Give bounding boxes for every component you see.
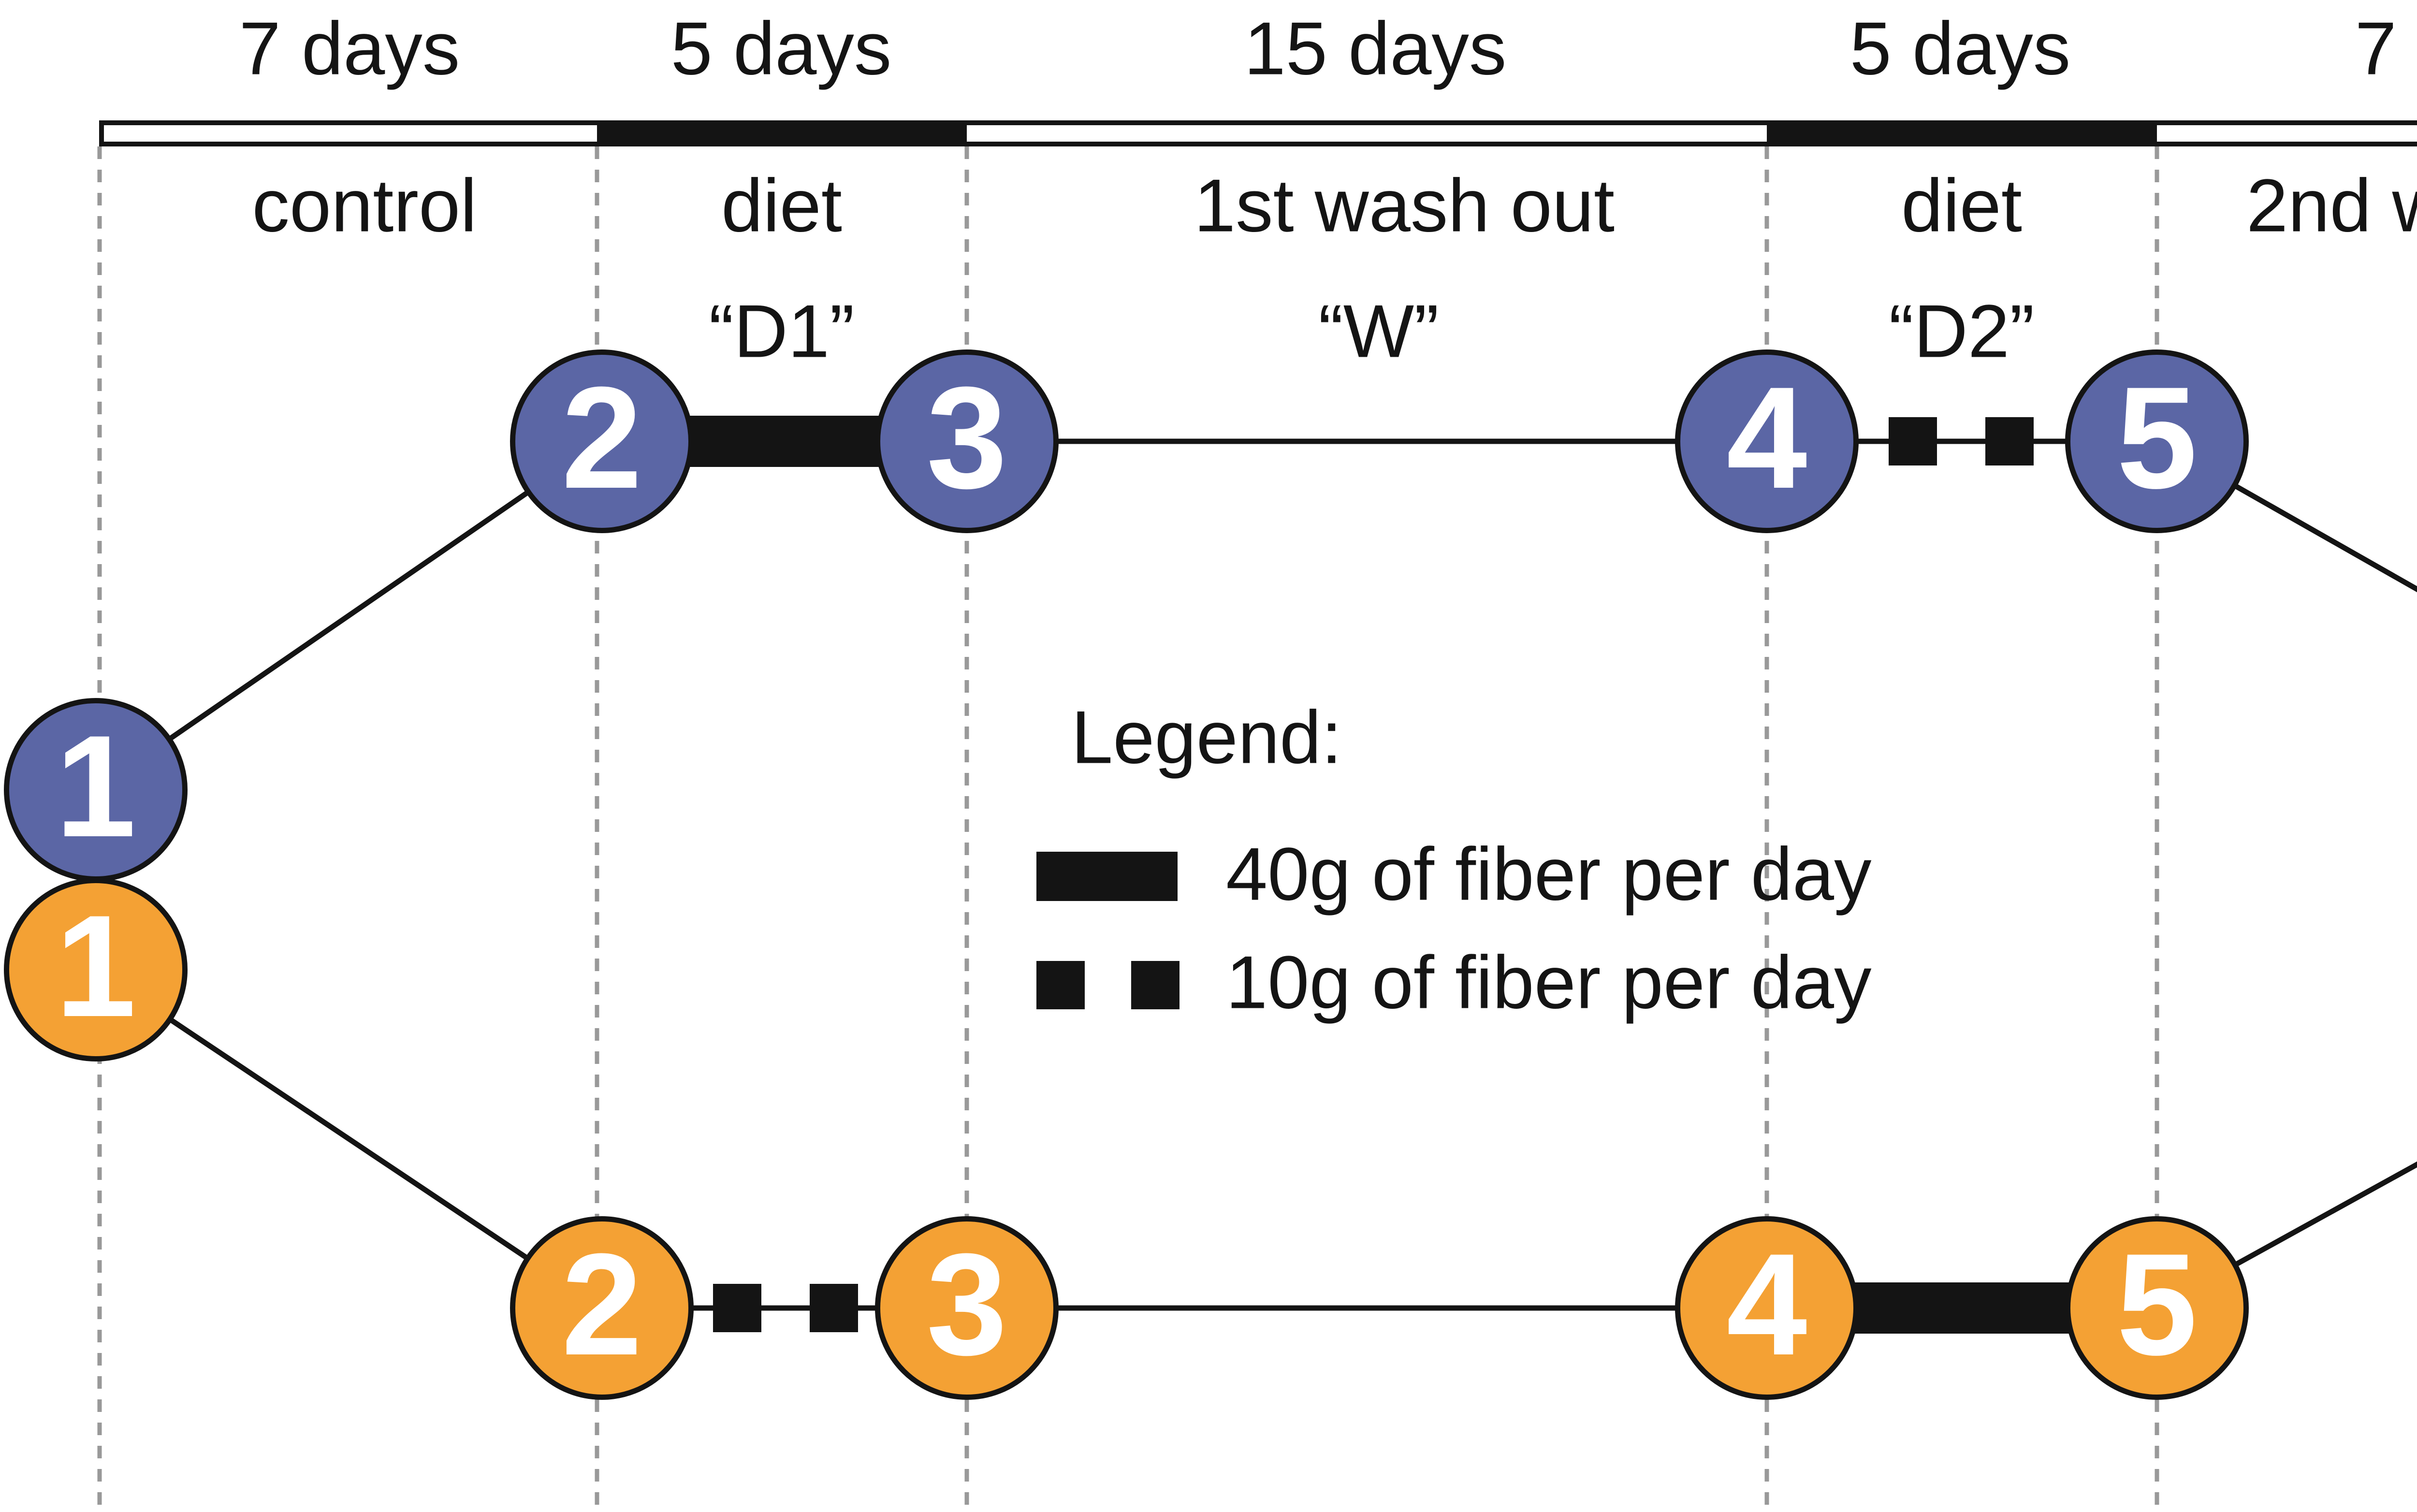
connector-line bbox=[2155, 1161, 2417, 1310]
visit-node-arm-bottom-4: 4 bbox=[1675, 1216, 1859, 1400]
visit-node-number: 4 bbox=[1726, 356, 1807, 519]
timeline-diet-segment-2 bbox=[1767, 120, 2157, 146]
connector-line bbox=[94, 439, 604, 792]
connector-line bbox=[2155, 439, 2417, 593]
visit-node-arm-bottom-1: 1 bbox=[4, 878, 188, 1061]
visit-node-arm-bottom-2: 2 bbox=[510, 1216, 694, 1400]
legend-swatch-40g bbox=[1036, 852, 1178, 901]
phase-code-label: “W” bbox=[1318, 289, 1439, 373]
phase-name-label: 1st wash out bbox=[1194, 163, 1615, 247]
visit-node-arm-top-1: 1 bbox=[4, 698, 188, 882]
visit-node-number: 2 bbox=[561, 1223, 642, 1385]
visit-node-number: 4 bbox=[1726, 1223, 1807, 1385]
visit-node-number: 3 bbox=[926, 356, 1007, 519]
phase-name-label: diet bbox=[1901, 163, 2022, 247]
phase-duration-label: 5 days bbox=[670, 6, 892, 90]
phase-duration-label: 7 days bbox=[2355, 6, 2417, 90]
phase-code-label: “D1” bbox=[709, 289, 855, 373]
phase-name-label: diet bbox=[721, 163, 842, 247]
phase-name-label: control bbox=[252, 163, 477, 247]
visit-node-number: 3 bbox=[926, 1223, 1007, 1385]
visit-node-number: 2 bbox=[561, 356, 642, 519]
visit-node-arm-bottom-5: 5 bbox=[2065, 1216, 2249, 1400]
phase-duration-label: 7 days bbox=[239, 6, 460, 90]
legend-title: Legend: bbox=[1071, 695, 1342, 779]
fiber-10g-connector-bottom bbox=[713, 1284, 858, 1332]
legend-label-10g: 10g of fiber per day bbox=[1226, 940, 1872, 1024]
visit-node-arm-top-2: 2 bbox=[510, 349, 694, 533]
timeline-diet-segment-1 bbox=[597, 120, 967, 146]
legend-swatch-10g-square bbox=[1036, 961, 1085, 1009]
fiber-10g-square bbox=[1889, 417, 1937, 465]
visit-node-arm-top-4: 4 bbox=[1675, 349, 1859, 533]
visit-node-arm-top-3: 3 bbox=[875, 349, 1059, 533]
phase-name-label: 2nd wash out bbox=[2246, 163, 2417, 247]
fiber-10g-square bbox=[713, 1284, 761, 1332]
phase-duration-label: 15 days bbox=[1244, 6, 1507, 90]
visit-node-number: 5 bbox=[2116, 1223, 2198, 1385]
visit-node-number: 1 bbox=[55, 885, 136, 1047]
legend-swatch-10g-square bbox=[1131, 961, 1179, 1009]
fiber-10g-square bbox=[1985, 417, 2034, 465]
visit-node-number: 5 bbox=[2116, 356, 2198, 519]
visit-node-arm-bottom-3: 3 bbox=[875, 1216, 1059, 1400]
visit-node-number: 1 bbox=[55, 705, 136, 867]
phase-code-label: “D2” bbox=[1889, 289, 2035, 373]
fiber-10g-connector-top bbox=[1889, 417, 2034, 465]
connector-line bbox=[94, 967, 604, 1310]
legend-label-40g: 40g of fiber per day bbox=[1226, 832, 1872, 916]
phase-duration-label: 5 days bbox=[1849, 6, 2071, 90]
fiber-10g-square bbox=[810, 1284, 858, 1332]
visit-node-arm-top-5: 5 bbox=[2065, 349, 2249, 533]
